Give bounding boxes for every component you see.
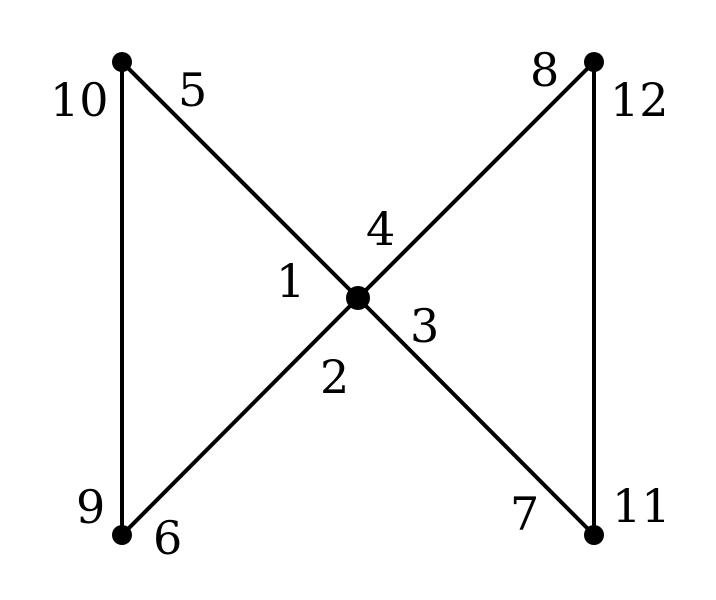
vertex-top-left — [112, 52, 132, 72]
edge-center-bottom-left — [120, 296, 360, 537]
label-2: 2 — [320, 350, 349, 404]
label-10: 10 — [50, 73, 109, 127]
edge-center-bottom-right — [356, 296, 596, 537]
label-7: 7 — [510, 487, 539, 541]
label-6: 6 — [153, 511, 182, 565]
label-12: 12 — [610, 73, 669, 127]
label-11: 11 — [612, 479, 671, 533]
label-1: 1 — [276, 254, 305, 308]
vertex-center — [346, 286, 370, 310]
vertex-bottom-right — [584, 525, 604, 545]
label-3: 3 — [410, 299, 439, 353]
vertex-top-right — [584, 52, 604, 72]
edge-top-left-center — [120, 60, 360, 300]
vertex-bottom-left — [112, 525, 132, 545]
edge-top-right-center — [356, 60, 596, 300]
label-5: 5 — [178, 63, 207, 117]
label-8: 8 — [530, 43, 559, 97]
label-9: 9 — [76, 480, 105, 534]
label-4: 4 — [366, 202, 395, 256]
